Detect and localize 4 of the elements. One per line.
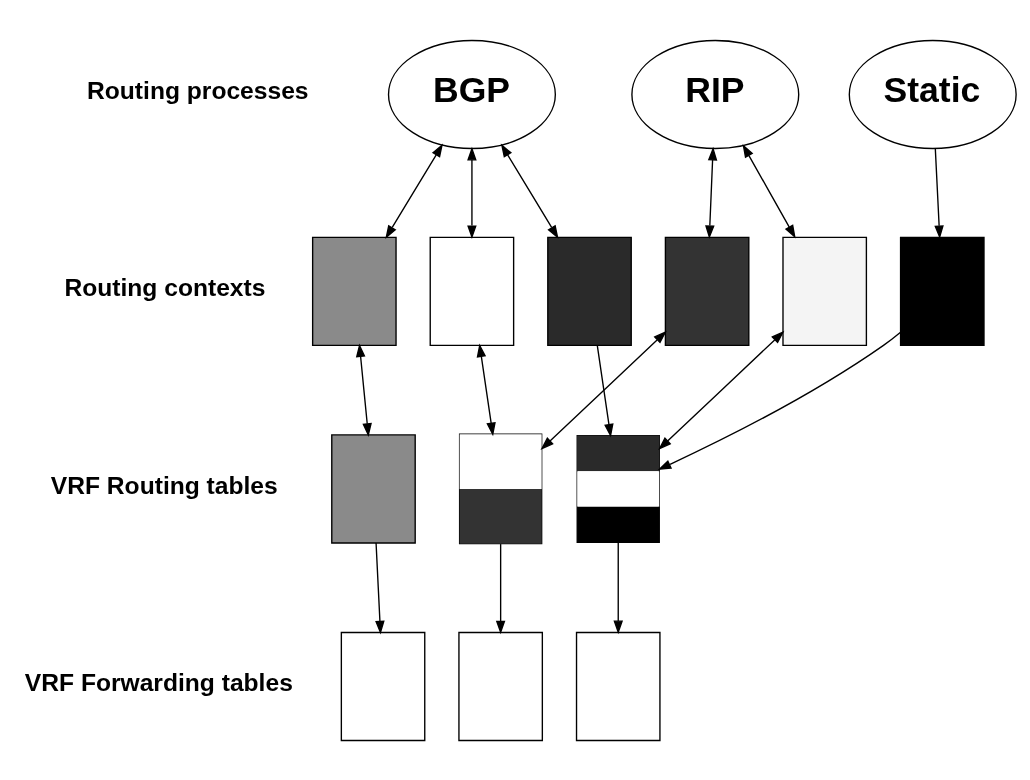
label: VRF Routing tables xyxy=(50,471,278,499)
label: Routing processes xyxy=(87,76,309,104)
label: VRF Forwarding tables xyxy=(24,668,293,696)
label: Routing contexts xyxy=(64,273,266,301)
